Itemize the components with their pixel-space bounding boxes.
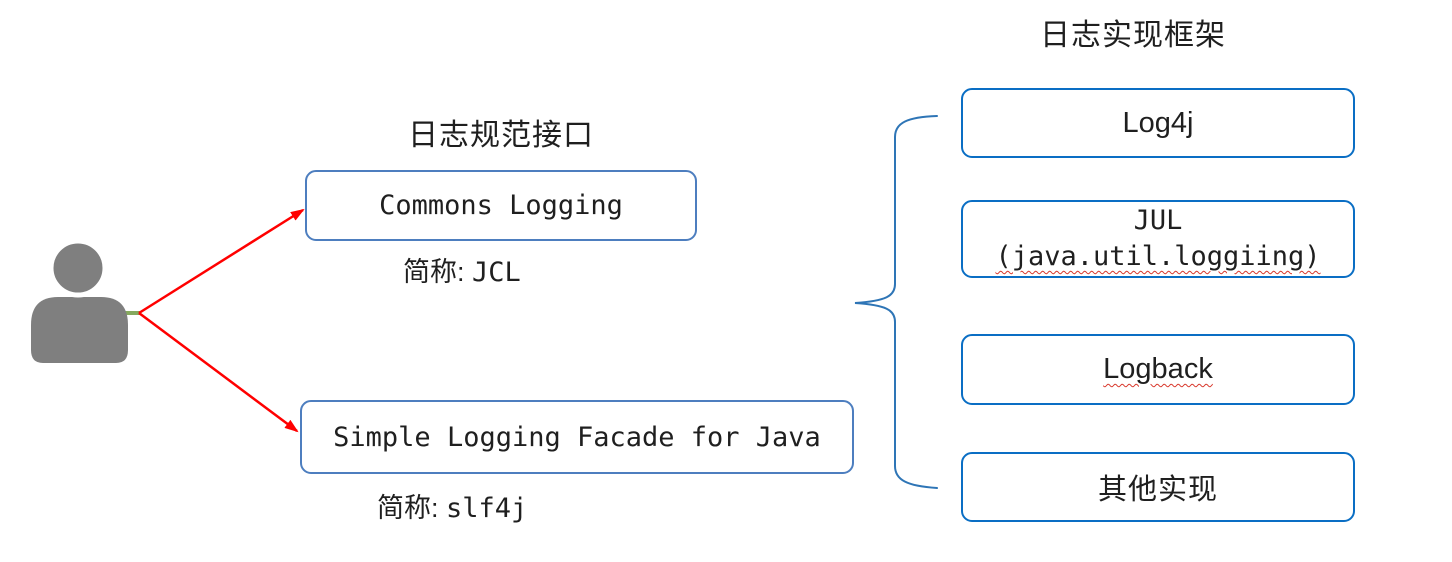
jcl-caption-prefix: 简称:: [403, 257, 465, 287]
slf4j-caption-value: slf4j: [446, 493, 528, 524]
person-icon: [31, 238, 128, 363]
logback-label: Logback: [1103, 353, 1213, 385]
log4j-label: Log4j: [1122, 106, 1194, 139]
jcl-caption: 简称: JCL: [403, 250, 521, 289]
slf4j-label: Simple Logging Facade for Java: [333, 421, 821, 453]
slf4j-box: Simple Logging Facade for Java: [300, 400, 854, 474]
other-impl-box: 其他实现: [961, 452, 1355, 522]
log4j-box: Log4j: [961, 88, 1355, 158]
left-column-title: 日志规范接口: [408, 119, 594, 152]
other-impl-label: 其他实现: [1097, 474, 1218, 506]
jcl-caption-value: JCL: [472, 257, 521, 288]
commons-logging-box: Commons Logging: [305, 170, 697, 241]
red-arrows: [138, 208, 305, 433]
jul-label: JUL: [1133, 205, 1183, 236]
right-column-title: 日志实现框架: [1040, 19, 1226, 52]
logback-box: Logback: [961, 334, 1355, 405]
commons-logging-label: Commons Logging: [379, 190, 623, 221]
slf4j-caption-prefix: 简称:: [377, 493, 439, 523]
curly-brace-icon: [854, 115, 938, 489]
slf4j-caption: 简称: slf4j: [377, 486, 527, 525]
jul-box: JUL (java.util.loggiing): [961, 200, 1355, 278]
jul-sublabel: (java.util.loggiing): [995, 241, 1321, 272]
